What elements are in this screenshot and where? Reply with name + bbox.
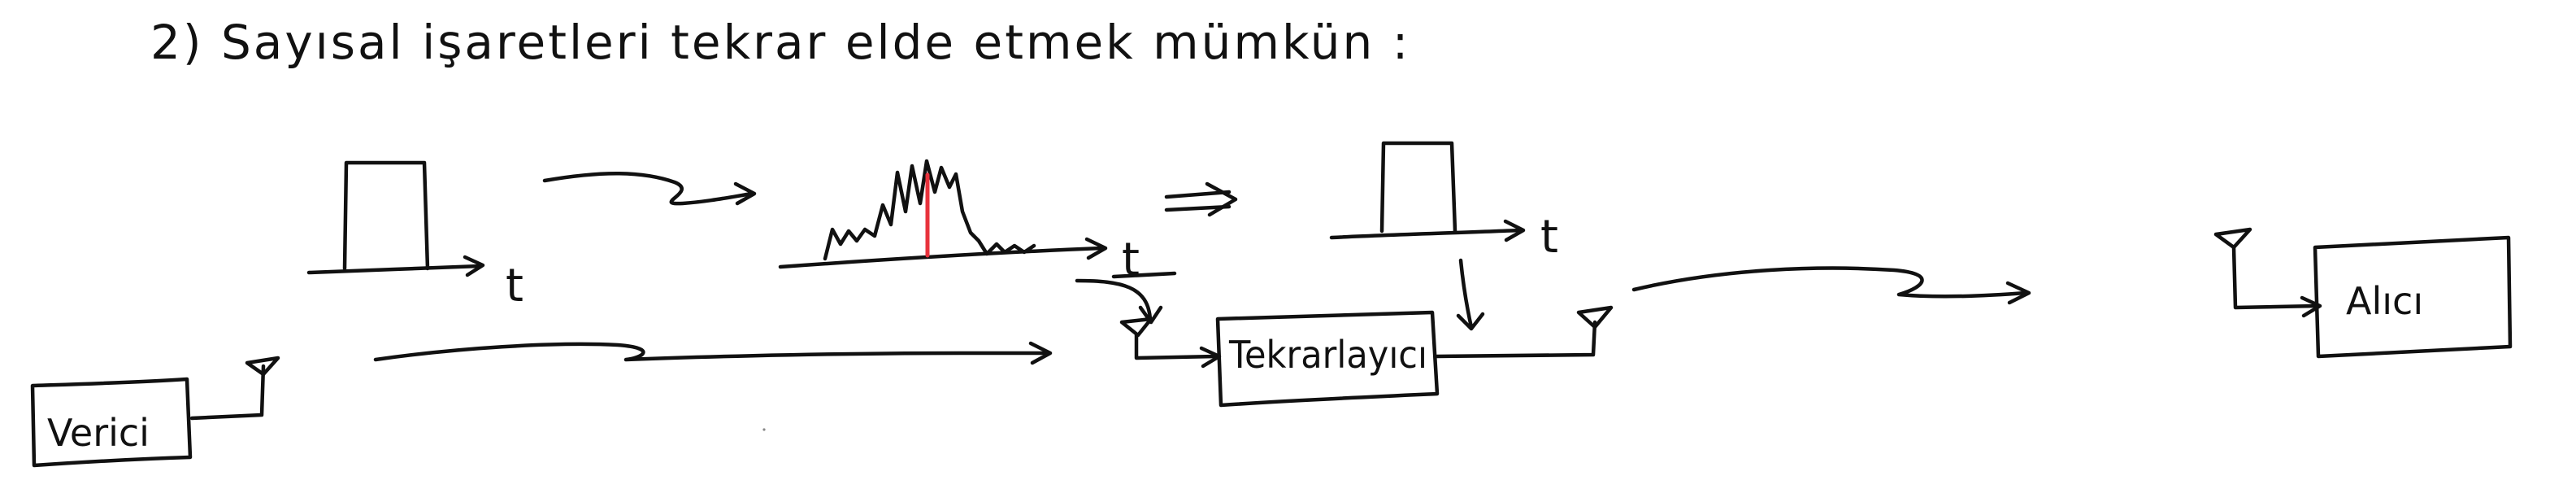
to-receiver-squiggle-arrow-head (2005, 281, 2031, 305)
transmitter-box (30, 377, 193, 468)
repeater-label: Tekrarlayıcı (1228, 333, 1427, 377)
receiver-box (2313, 235, 2513, 359)
double-arrow-line-bottom (1164, 204, 1232, 212)
noisy-to-repeater-arrow (1075, 278, 1153, 321)
transmitter-feed-line (189, 364, 266, 421)
clean-pulse-axis (306, 264, 482, 275)
receiver-feed-arrow-head (2300, 295, 2322, 318)
noisy-pulse-waveform (823, 159, 1036, 261)
pen-dot (762, 428, 766, 431)
squiggle-arrow-1 (542, 171, 754, 206)
transmitter-label: Verici (47, 411, 150, 455)
receiver-antenna-icon (2213, 227, 2252, 250)
regenerated-down-arrow (1458, 258, 1474, 330)
page-title: 2) Sayısal işaretleri tekrar elde etmek … (150, 15, 1410, 70)
regenerated-pulse-axis-arrow (1503, 219, 1526, 242)
clean-pulse-t-label: t (506, 260, 523, 312)
regenerated-pulse-plot: t (1329, 141, 1558, 264)
regenerated-pulse-axis (1329, 228, 1523, 240)
double-arrow-head (1205, 181, 1238, 217)
regenerated-pulse-t-label: t (1540, 211, 1558, 264)
noisy-to-repeater-arrow-head (1138, 305, 1163, 325)
repeater-box (1215, 310, 1440, 408)
squiggle-arrow-1-head (733, 181, 757, 206)
noisy-pulse-t-underline (1111, 271, 1177, 279)
noisy-pulse-plot: t (778, 159, 1177, 286)
regenerated-down-arrow-head (1456, 312, 1485, 331)
repeater-input-line (1134, 333, 1218, 360)
transmitter-block: Verici (30, 356, 280, 468)
double-arrow-line-top (1164, 190, 1232, 199)
noisy-pulse-axis (778, 246, 1104, 269)
receiver-block: Alıcı (2213, 227, 2513, 359)
repeater-output-antenna-icon (1576, 305, 1614, 330)
noisy-pulse-axis-arrow (1084, 237, 1108, 260)
transmission-squiggle-arrow (373, 342, 1051, 362)
to-receiver-squiggle-arrow (1631, 266, 2028, 299)
transmitter-antenna-icon (245, 356, 280, 377)
receiver-label: Alıcı (2346, 279, 2423, 323)
repeater-block: Tekrarlayıcı (1119, 305, 1614, 408)
receiver-feed-line (2231, 245, 2319, 310)
transmission-squiggle-arrow-head (1028, 341, 1053, 365)
clean-pulse-plot: t (306, 160, 523, 312)
clean-pulse-shape (342, 160, 430, 271)
regenerated-pulse-shape (1379, 141, 1457, 234)
noisy-pulse-t-label: t (1122, 234, 1140, 286)
repeater-input-antenna-icon (1119, 316, 1153, 338)
repeater-output-line (1435, 320, 1597, 359)
clean-pulse-axis-arrow (463, 255, 485, 277)
